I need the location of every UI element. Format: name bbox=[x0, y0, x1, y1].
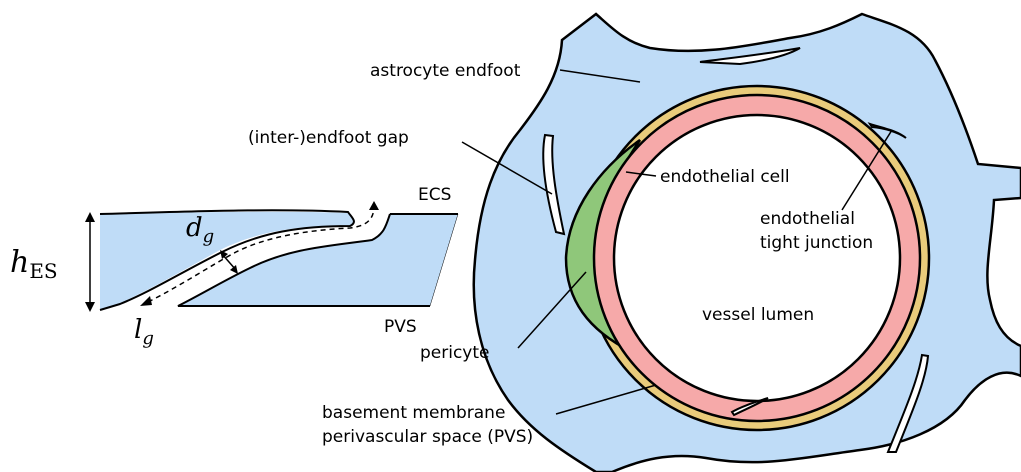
arrowhead-top bbox=[369, 201, 379, 210]
label-tight-junction-2: tight junction bbox=[760, 233, 873, 253]
label-l-g: lg bbox=[134, 315, 154, 349]
h-subscript: ES bbox=[29, 259, 57, 283]
dg-arrowhead-b bbox=[230, 265, 238, 274]
h-arrowhead-top bbox=[85, 212, 95, 222]
gap-detail bbox=[85, 201, 458, 312]
h-symbol: h bbox=[10, 245, 29, 280]
label-astrocyte-endfoot: astrocyte endfoot bbox=[370, 61, 521, 81]
vessel-cross-section bbox=[474, 14, 1021, 472]
vessel-lumen-area bbox=[614, 115, 900, 401]
label-pvs: PVS bbox=[384, 317, 417, 337]
l-subscript: g bbox=[142, 328, 154, 349]
label-endfoot-gap: (inter-)endfoot gap bbox=[248, 128, 409, 148]
l-symbol: l bbox=[134, 315, 142, 345]
d-symbol: d bbox=[186, 213, 203, 243]
h-arrowhead-bottom bbox=[85, 302, 95, 312]
label-h-es: hES bbox=[10, 245, 58, 283]
label-tight-junction-1: endothelial bbox=[760, 209, 855, 229]
label-vessel-lumen: vessel lumen bbox=[702, 305, 814, 325]
label-perivascular-space: perivascular space (PVS) bbox=[322, 427, 533, 447]
label-pericyte: pericyte bbox=[420, 343, 490, 363]
arrowhead-bottom bbox=[140, 296, 152, 306]
label-ecs: ECS bbox=[418, 185, 451, 205]
label-endothelial-cell: endothelial cell bbox=[660, 167, 790, 187]
d-subscript: g bbox=[203, 226, 215, 247]
label-basement-membrane: basement membrane bbox=[322, 403, 505, 423]
